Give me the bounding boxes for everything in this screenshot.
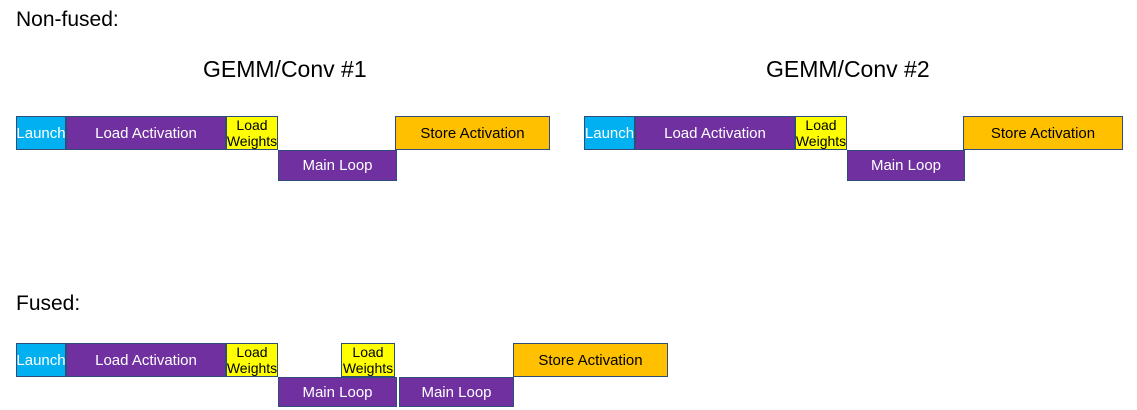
nonfused2-launch-block: Launch (584, 116, 635, 150)
block-label-line: Weights (226, 360, 278, 376)
block-label-line: Launch (16, 124, 66, 142)
block-label-line: Launch (584, 124, 635, 142)
block-label-line: Load Activation (95, 351, 197, 369)
block-label-line: Load (352, 344, 384, 360)
fused-main-loop-1-block: Main Loop (278, 377, 397, 407)
block-label-line: Main Loop (870, 157, 942, 174)
fused-store-activation-block: Store Activation (513, 343, 668, 377)
nonfused2-load-activation-block: Load Activation (635, 116, 795, 150)
block-label-line: Load Activation (95, 124, 197, 142)
nonfused1-launch-block: Launch (16, 116, 66, 150)
nonfused2-main-loop-block: Main Loop (847, 150, 965, 181)
nonfused2-store-activation-block: Store Activation (963, 116, 1123, 150)
fused-load-activation-block: Load Activation (66, 343, 226, 377)
fused-launch-block: Launch (16, 343, 66, 377)
block-label-line: Launch (16, 351, 66, 369)
nonfused1-load-activation-block: Load Activation (66, 116, 226, 150)
block-label-line: Load (236, 117, 268, 133)
block-label-line: Store Activation (420, 124, 525, 142)
block-label-line: Weights (342, 360, 394, 376)
block-label-line: Store Activation (990, 124, 1096, 142)
nonfused1-main-loop-block: Main Loop (278, 150, 397, 181)
block-label-line: Main Loop (302, 157, 373, 174)
block-label-line: Weights (226, 133, 278, 149)
block-label-line: Main Loop (302, 383, 373, 401)
block-label-line: Store Activation (538, 351, 643, 369)
block-label-line: Load (236, 344, 268, 360)
gemm-conv-1-title: GEMM/Conv #1 (203, 56, 367, 82)
fused-main-loop-2-block: Main Loop (399, 377, 514, 407)
non-fused-section-label: Non-fused: (16, 8, 119, 31)
block-label-line: Main Loop (421, 383, 492, 401)
block-label-line: Load Activation (664, 124, 766, 142)
block-label-line: Weights (795, 133, 847, 149)
block-label-line: Load (805, 117, 837, 133)
gemm-conv-2-title: GEMM/Conv #2 (766, 56, 930, 82)
nonfused1-store-activation-block: Store Activation (395, 116, 550, 150)
fused-section-label: Fused: (16, 292, 81, 315)
